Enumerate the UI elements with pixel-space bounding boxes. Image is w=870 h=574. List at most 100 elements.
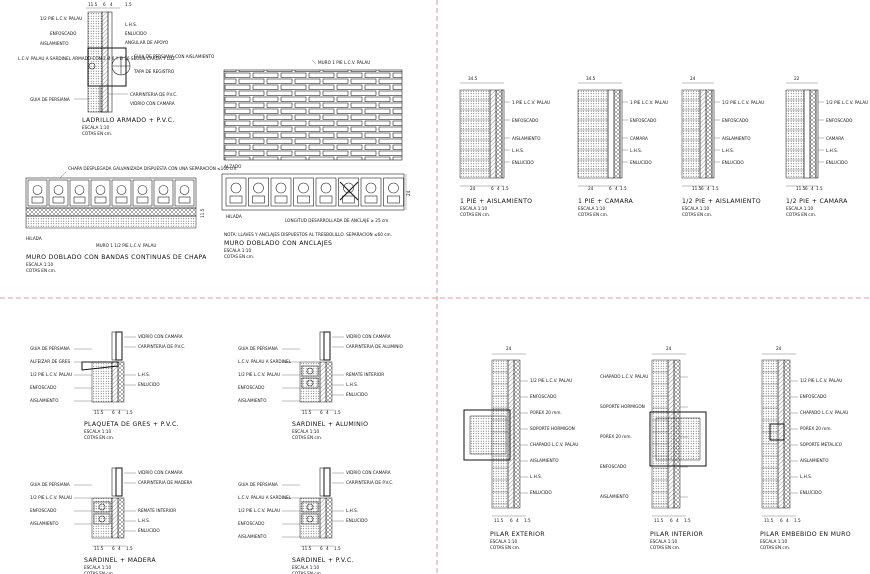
insulation-layer (319, 497, 327, 539)
dim-bottom: 11.5 (302, 410, 312, 415)
svg-text:HILADA: HILADA (26, 236, 42, 241)
hollow-brick-row-band (27, 179, 195, 207)
dim-bottom: 4 (326, 410, 329, 415)
svg-text:ESCALA 1:10: ESCALA 1:10 (82, 125, 109, 130)
label: AISLAMIENTO (722, 136, 751, 141)
svg-text:GUIA DE PERSIANA: GUIA DE PERSIANA (30, 97, 70, 102)
label: ENFOSCADO (630, 118, 657, 123)
label: SOPORTE HORMIGON (530, 426, 575, 431)
svg-text:MURO 1 PIE L.C.V. PALAU: MURO 1 PIE L.C.V. PALAU (318, 60, 370, 65)
sardinel-brick (301, 513, 319, 525)
dim-bottom: 6 (320, 546, 323, 551)
label: VIDRIO CON CAMARA (346, 470, 391, 475)
brick-layer (577, 89, 609, 179)
label: VIDRIO CON CAMARA (138, 334, 183, 339)
label: AISLAMIENTO (30, 398, 59, 403)
brick-hole (274, 195, 288, 204)
hollow-brick (27, 179, 48, 207)
label: AISLAMIENTO (238, 534, 267, 539)
label: ENLUCIDO (346, 518, 368, 523)
panel-muro-anclajes: MURO 1 PIE L.C.V. PALAU ALZADO HILADA 24… (221, 59, 411, 259)
svg-text:ALZADO: ALZADO (224, 164, 242, 169)
label: POREX 20 mm. (800, 426, 832, 431)
svg-text:4: 4 (110, 2, 113, 7)
dim-bottom: 24 (588, 186, 594, 191)
label: 1/2 PIE L.C.V. PALAU (530, 378, 572, 383)
dim-row-top: 11.5 6 4 1.5 (86, 2, 132, 9)
label: ENLUCIDO (138, 528, 160, 533)
dim-bottom: 6 (780, 518, 783, 523)
wall-section-3: 241/2 PIE L.C.V. PALAUENFOSCADOAISLAMIEN… (681, 76, 764, 217)
hollow-brick (360, 177, 382, 207)
label: SOPORTE HORMIGON (600, 404, 645, 409)
label: GUIA DE PERSIANA (238, 482, 278, 487)
brick-hole (136, 196, 149, 204)
svg-text:6: 6 (103, 2, 106, 7)
label: CARPINTERIA DE P.V.C. (346, 480, 393, 485)
label: CARPINTERIA DE MADERA (138, 480, 192, 485)
section-title: 1/2 PIE + AISLAMIENTO (682, 198, 761, 205)
brick-layer (681, 89, 701, 179)
steel-post (769, 423, 785, 441)
brick-layer (459, 89, 491, 179)
label: VIDRIO CON CAMARA (346, 334, 391, 339)
dim-bottom: 6 (112, 546, 115, 551)
dim-bottom: 4 (615, 186, 618, 191)
brick-hole (95, 185, 106, 195)
hollow-brick (225, 177, 247, 207)
scale-text: ESCALA 1:10 (760, 539, 787, 544)
brick-hole (319, 195, 333, 204)
dim-top: 24 (690, 76, 696, 81)
wall-section-1: 34.51 PIE L.C.V. PALAUENFOSCADOAISLAMIEN… (459, 76, 550, 217)
units-text: COTAS EN cm. (578, 212, 608, 217)
svg-text:MURO DOBLADO CON BANDAS CONTIN: MURO DOBLADO CON BANDAS CONTINUAS DE CHA… (26, 254, 207, 261)
scale-text: ESCALA 1:10 (84, 565, 111, 570)
label: 1/2 PIE L.C.V. PALAU (30, 495, 72, 500)
dim-bottom: 4 (811, 186, 814, 191)
hollow-brick (90, 179, 111, 207)
brick-hole (179, 185, 190, 195)
title-ladrillo: LADRILLO ARMADO + P.V.C. (82, 117, 175, 124)
label: ENLUCIDO (138, 382, 160, 387)
brick-hole (365, 182, 377, 194)
label: CARPINTERIA DE ALUMINIO (346, 344, 404, 349)
svg-text:GUIA DE PERSIANA CON AISLAMIEN: GUIA DE PERSIANA CON AISLAMIENTO (134, 54, 215, 59)
hollow-brick (48, 179, 69, 207)
air-gap (803, 89, 811, 179)
scale-text: ESCALA 1:10 (578, 206, 605, 211)
brick-hole (137, 185, 148, 195)
dim-top: 34.5 (468, 76, 478, 81)
brick-hole (74, 185, 85, 195)
lhs-layer (117, 497, 125, 539)
label: GUIA DE PERSIANA (30, 482, 70, 487)
wall-section-2: 34.51 PIE L.C.V. PALAUENFOSCADOCAMARAL.H… (577, 76, 668, 217)
dim-bottom: 4 (497, 186, 500, 191)
label: 1/2 PIE L.C.V. PALAU (238, 372, 280, 377)
svg-text:1/2 PIE L.C.V. PALAU: 1/2 PIE L.C.V. PALAU (40, 16, 82, 21)
dim-bottom: 1.5 (502, 186, 509, 191)
dim-bottom: 6 (609, 186, 612, 191)
brick-hole (298, 182, 309, 194)
label: L.H.S. (512, 148, 524, 153)
hollow-brick (293, 177, 314, 207)
hollow-brick-row (225, 177, 404, 207)
label: ENLUCIDO (346, 392, 368, 397)
dim-bottom: 4 (516, 518, 519, 523)
brick-hole (178, 196, 191, 204)
brick-hole (229, 195, 243, 204)
scale-text: ESCALA 1:10 (682, 206, 709, 211)
dim-bottom: 4 (326, 546, 329, 551)
label: ENFOSCADO (600, 464, 627, 469)
panel-wall-sections: 34.51 PIE L.C.V. PALAUENFOSCADOAISLAMIEN… (459, 76, 868, 217)
hollow-brick (69, 179, 90, 207)
brick-hole (343, 182, 354, 194)
plaster-layer (711, 89, 715, 179)
svg-text:ENFOSCADO: ENFOSCADO (50, 31, 77, 36)
svg-text:24: 24 (406, 190, 411, 196)
svg-text:COTAS EN cm.: COTAS EN cm. (26, 268, 56, 273)
brick-hole (252, 195, 265, 204)
units-text: COTAS EN cm. (682, 212, 712, 217)
svg-text:11.5: 11.5 (88, 2, 98, 7)
